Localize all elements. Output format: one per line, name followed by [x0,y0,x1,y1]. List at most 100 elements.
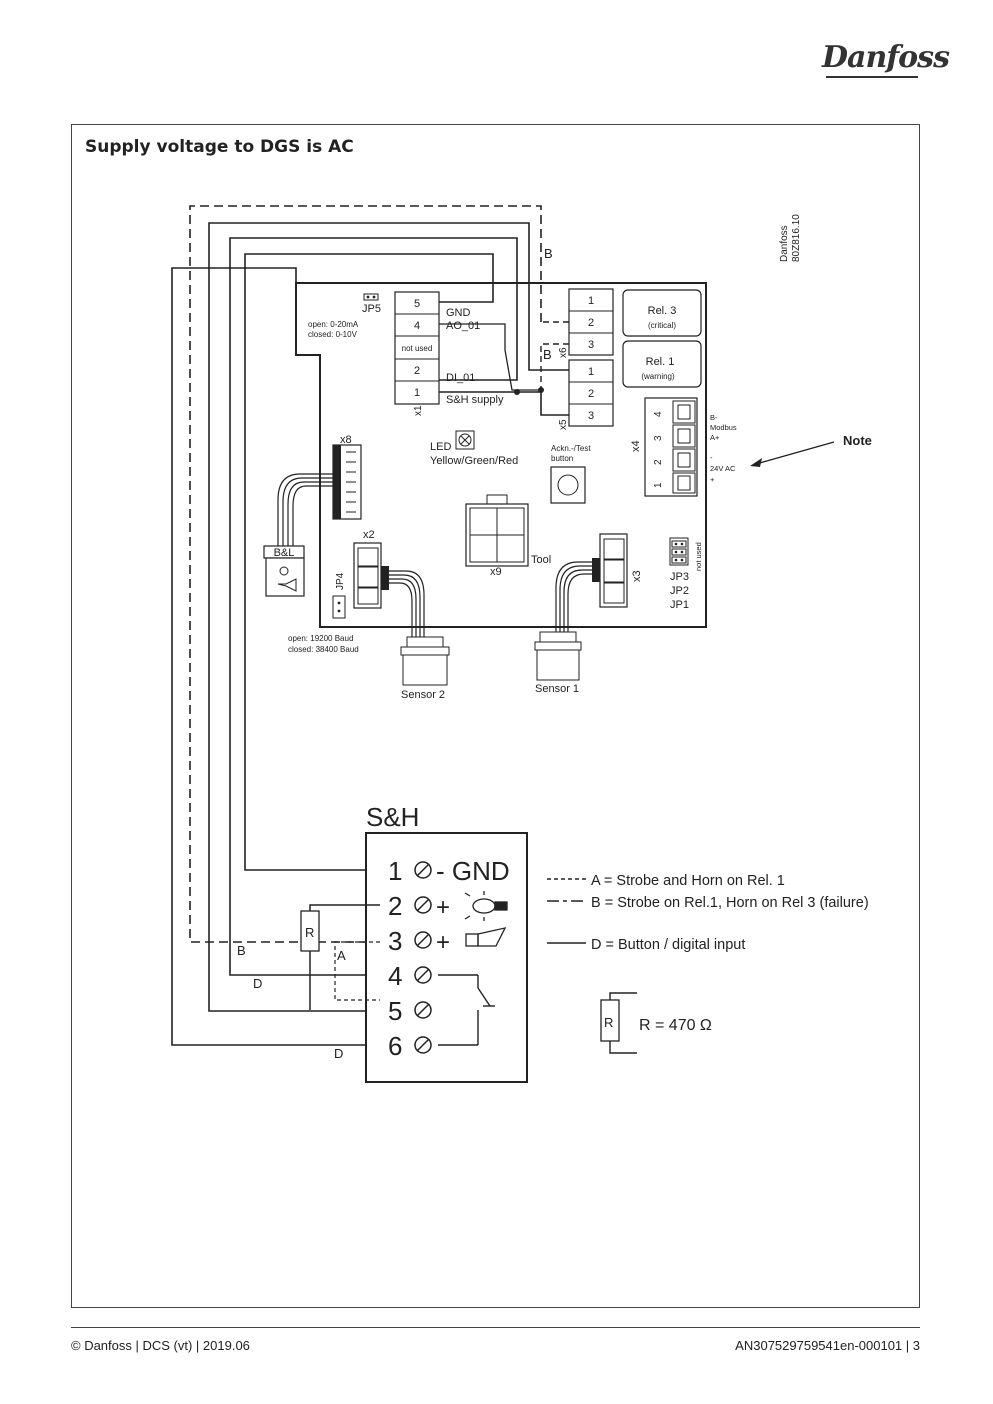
sensor2-cable [389,570,425,637]
footer-divider [71,1327,920,1328]
strobe-bulb-icon [464,891,508,921]
sh-terminal-number: 4 [388,961,402,991]
legend-b: B = Strobe on Rel.1, Horn on Rel 3 (fail… [591,895,869,911]
jp4-jumper [332,595,346,619]
sh-terminal-number: 3 [388,926,402,956]
x8-label: x8 [340,434,352,446]
x9-tool-port [465,494,529,567]
x1-pin: not used [402,344,433,353]
sh-plus-3: + [436,929,450,956]
pcb-outline [295,282,707,628]
jp4-label: JP4 [335,572,346,590]
note-arrowhead [750,458,762,467]
wire-b-label-2: B [543,347,552,362]
jp5-open: open: 0-20mA [308,320,359,329]
relay-1-box [622,340,702,388]
sensor1-label: Sensor 1 [535,683,579,695]
bl-cable [277,473,333,546]
jumper-pin [337,601,341,605]
sh-terminal-number: 5 [388,996,402,1026]
sensor-2 [400,636,450,686]
relay-1-sub: (warning) [641,372,675,381]
note-label: Note [843,433,872,448]
resistor-legend-text: R = 470 Ω [639,1017,712,1034]
sh-terminal-number: 6 [388,1031,402,1061]
wire-b-dashed [189,205,542,943]
screw-terminal-icon [414,861,432,1054]
resistor-legend-lead-top [609,992,637,1000]
x2-label: x2 [363,529,375,541]
x3-label: x3 [631,570,643,582]
horn-icon [277,578,297,592]
x1-label: x1 [413,405,424,416]
x4-pin: 2 [653,459,664,465]
wire-sh-supply [439,391,569,416]
sh-gnd-label: - GND [436,856,510,886]
modbus-label: Modbus [710,423,737,432]
resistor-lead-top [309,904,380,911]
gnd-label: GND [446,307,471,319]
sh-terminal-number: 1 [388,856,402,886]
relay-3-box [622,289,702,337]
legend-a: A = Strobe and Horn on Rel. 1 [591,873,785,889]
resistor-legend-r: R [604,1015,613,1030]
sh-supply-label: S&H supply [446,394,504,406]
x9-label: x9 [490,566,502,578]
bl-device [265,557,305,597]
modbus-label: A+ [710,433,720,442]
sensor1-cable [555,561,592,632]
switch-icon [477,975,495,1045]
ackn-test-button [550,466,586,504]
led-colors: Yellow/Green/Red [430,455,518,467]
resistor-label: R [305,925,314,940]
x3-connector [592,533,628,608]
jp1-jp3-jumpers [669,537,689,566]
bl-label: B&L [274,547,295,559]
jp-not-used: not used [694,542,703,571]
drawing-id: 80Z816.10 [791,214,802,262]
x5-pin: 2 [588,388,594,400]
jp2-label: JP2 [670,585,689,597]
x1-pin: 2 [414,365,420,377]
danfoss-logo: Danfoss [822,40,950,75]
power-label: - [710,453,713,462]
wire-b-label: B [544,246,553,261]
power-label: 24V AC [710,464,736,473]
x1-terminal-block: 5 4 not used 2 1 [394,291,440,405]
wire-di01 [229,237,518,976]
x1-pin: 4 [414,320,420,332]
relay-3-label: Rel. 3 [648,305,677,317]
x4-pin: 3 [653,435,664,441]
x6-pin: 1 [588,295,594,307]
note-arrow-line [755,441,835,465]
sh-terminal-number: 2 [388,891,402,921]
button-circle [557,474,579,496]
wire-label-b: B [237,943,246,958]
power-label: + [710,475,715,484]
jumper-pin [337,609,341,613]
led-circle [458,433,472,447]
jumper-pin [366,295,370,299]
junction-dot [538,387,544,393]
x4-connector [644,397,698,497]
di01-label: DI_01 [446,372,475,384]
horn-icon [465,927,507,947]
led-cross [460,435,470,445]
footer-copyright: © Danfoss | DCS (vt) | 2019.06 [71,1338,250,1353]
x6-pin: 2 [588,317,594,329]
beacon-icon [279,566,289,576]
jp5-label: JP5 [362,303,381,315]
wire-label-a: A [337,948,346,963]
jp3-label: JP3 [670,571,689,583]
sh-terminal-box [365,832,528,1083]
ackn-label: Ackn.-/Test [551,444,591,453]
tool-label: Tool [531,554,551,566]
page-title: Supply voltage to DGS is AC [85,137,354,157]
wire-ao01 [439,323,541,391]
x5-pin: 3 [588,410,594,422]
x5-terminal-block: 1 2 3 [568,359,614,427]
resistor-legend-lead-bottom [609,1041,637,1054]
jp4-open: open: 19200 Baud [288,634,353,643]
wire-gnd [244,253,494,871]
